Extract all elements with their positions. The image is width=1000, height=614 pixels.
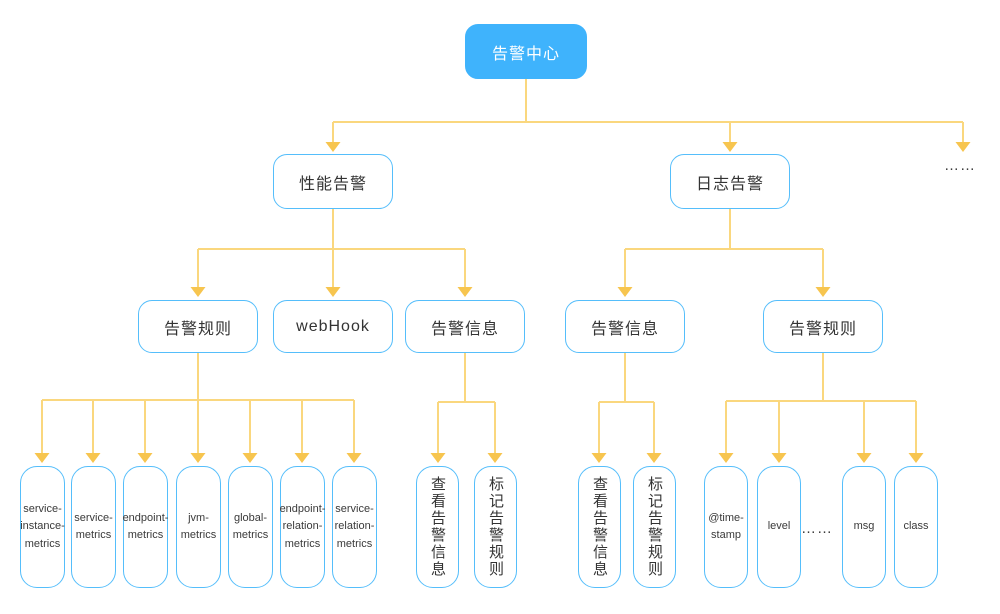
leaf-jvm-metrics: jvm-metrics	[176, 466, 221, 588]
leaf-service-relation-metrics: service-relation-metrics	[332, 466, 377, 588]
node-alert-rules-log: 告警规则	[763, 300, 883, 353]
leaf-view-alert-info-log: 查看告警信息	[578, 466, 621, 588]
leaf-label: 标记告警规则	[646, 476, 663, 578]
leaf-level-field: level	[757, 466, 801, 588]
node-performance-alert: 性能告警	[273, 154, 393, 209]
node-alert-info-perf: 告警信息	[405, 300, 525, 353]
node-log-alert: 日志告警	[670, 154, 790, 209]
leaf-endpoint-relation-metrics: endpoint-relation-metrics	[280, 466, 325, 588]
ellipsis-more-fields: ……	[801, 520, 833, 537]
leaf-class-field: class	[894, 466, 938, 588]
leaf-msg-field: msg	[842, 466, 886, 588]
leaf-label: 标记告警规则	[487, 476, 504, 578]
leaf-view-alert-info-perf: 查看告警信息	[416, 466, 459, 588]
node-alert-info-log: 告警信息	[565, 300, 685, 353]
leaf-service-instance-metrics: service-instance-metrics	[20, 466, 65, 588]
leaf-mark-alert-rules-log: 标记告警规则	[633, 466, 676, 588]
leaf-service-metrics: service-metrics	[71, 466, 116, 588]
leaf-endpoint-metrics: endpoint-metrics	[123, 466, 168, 588]
ellipsis-more-branches: ……	[944, 157, 976, 174]
leaf-label: 查看告警信息	[591, 476, 608, 578]
leaf-timestamp-field: @time-stamp	[704, 466, 748, 588]
leaf-label: 查看告警信息	[429, 476, 446, 578]
node-alert-rules-perf: 告警规则	[138, 300, 258, 353]
leaf-global-metrics: global-metrics	[228, 466, 273, 588]
node-alert-center: 告警中心	[465, 24, 587, 79]
leaf-mark-alert-rules-perf: 标记告警规则	[474, 466, 517, 588]
node-webhook: webHook	[273, 300, 393, 353]
